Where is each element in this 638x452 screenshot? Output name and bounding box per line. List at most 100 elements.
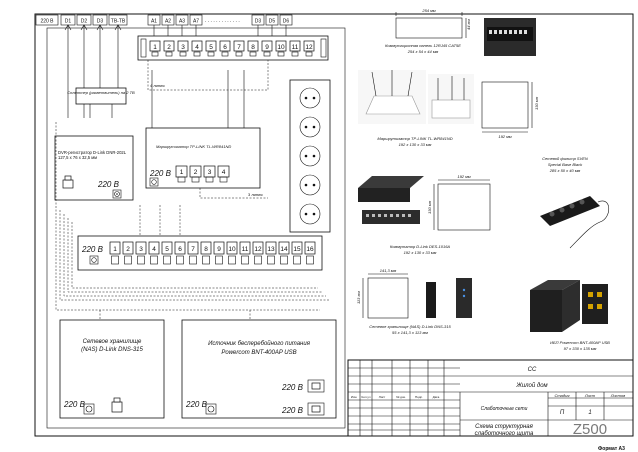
surge-caption-line1: Сетевой фильтр SVEN [542, 156, 588, 161]
nas-label-line1: Сетевое хранилище [83, 339, 142, 345]
cable-bundle [55, 122, 330, 320]
ups-outlet-voltage-1: 220 В [281, 383, 304, 392]
switch-port [109, 241, 121, 255]
switch-size: 192 x 130 x 33 мм [404, 250, 437, 255]
switch-port-number: 3 [139, 246, 143, 253]
tag-label: А7 [193, 19, 199, 25]
switch-port-number: 6 [178, 246, 182, 253]
router-port-number: 2 [194, 169, 198, 176]
ups-label-line1: Источник бесперебойного питания [208, 340, 311, 347]
switch-voltage: 220 В [81, 245, 104, 254]
title-col-header: Подп. [415, 395, 423, 399]
tag-label: D1 [65, 19, 72, 25]
switch-port [265, 241, 277, 255]
switch-reference: 192 мм 130 мм Коммутатор D-Link DES-1016… [358, 174, 491, 255]
title-sheet-header: Лист [584, 393, 596, 398]
switch-port [239, 241, 251, 255]
brand-logo: Z500 [573, 421, 607, 438]
patch-port [219, 40, 231, 52]
switch-caption: Коммутатор D-Link DES-1016A [390, 244, 451, 249]
patch-panel-reference: 254 мм 44 мм Коммутационная панель 12RJ4… [385, 8, 536, 56]
nas: Сетевое хранилище (NAS) D-Link DNS-315 2… [59, 319, 165, 419]
tag-label: D2 [81, 19, 88, 25]
patch-port-number: 9 [265, 44, 269, 51]
switch-port-number: 1 [113, 246, 117, 253]
tag-label: D5 [269, 19, 276, 25]
dvr-voltage: 220 В [97, 180, 120, 189]
switch-port [148, 241, 160, 255]
switch-port [161, 241, 173, 255]
switch-port [213, 241, 225, 255]
title-code: СС [528, 367, 537, 373]
svg-text:. . . . . . . . . . . . .: . . . . . . . . . . . . . [205, 18, 240, 24]
title-col-header: № док. [396, 395, 406, 399]
switch-dim-width: 192 мм [457, 174, 471, 179]
nas-reference: 141,3 мм 113 мм Сетевое хранилище (NAS) … [356, 268, 472, 335]
patch-port-number: 12 [305, 44, 313, 51]
ups-caption: ИБП Powercom BNT-400AP USB [550, 340, 610, 345]
switch-port [122, 241, 134, 255]
switch-port [200, 241, 212, 255]
patch-port [303, 40, 315, 52]
tag-label: D6 [283, 19, 290, 25]
power-socket [299, 87, 321, 109]
patch-port [275, 40, 287, 52]
patch-port-number: 4 [195, 44, 199, 51]
router-cable-bottom-label: 3 линия [248, 192, 263, 197]
patch-port [289, 40, 301, 52]
switch-port [304, 241, 316, 255]
nas-voltage: 220 В [63, 400, 86, 409]
switch-port-number: 15 [293, 246, 301, 253]
router-reference: 192 мм 130 мм Маршрутизатор TP-LINK TL-W… [358, 70, 539, 147]
switch-port-number: 14 [280, 246, 288, 253]
patch-port [191, 40, 203, 52]
switch-port-number: 9 [217, 246, 221, 253]
router-port-number: 1 [180, 169, 184, 176]
surge-reference: Сетевой фильтр SVEN Special Base Black 2… [540, 156, 610, 249]
format-label: Формат А3 [598, 446, 625, 452]
patch-port [261, 40, 273, 52]
power-socket [299, 116, 321, 138]
patch-port [205, 40, 217, 52]
switch-port-number: 8 [204, 246, 208, 253]
tag-label: ТВ-ТВ [111, 19, 126, 25]
patch-port-number: 5 [209, 44, 213, 51]
top-tags: 220 В D1 D2 D3 ТВ-ТВ А1 А2 А3 А7 D3 D5 D… [35, 14, 293, 26]
patch-port [163, 40, 175, 52]
nas-dim-width: 141,3 мм [380, 268, 397, 273]
switch-port [226, 241, 238, 255]
switch-port [291, 241, 303, 255]
drawing-frame [34, 13, 634, 437]
switch-port [187, 241, 199, 255]
switch-port [135, 241, 147, 255]
patch-panel-caption: Коммутационная панель 12RJ45 CAT5E [385, 43, 461, 48]
title-stage: П [560, 410, 565, 416]
dvr-label: DVR-регистратор D-Link DNR-202L 127,5 x … [58, 150, 126, 160]
title-col-header: Кол.уч [362, 395, 371, 399]
title-block: Изм. Кол.уч Лист № док. Подп. Дата СС Жи… [347, 359, 634, 438]
patch-panel-dim-height: 44 мм [466, 19, 471, 30]
switch-port-number: 12 [254, 246, 262, 253]
switch-port-number: 7 [191, 246, 195, 253]
switch-port-number: 13 [267, 246, 275, 253]
title-object: Жилой дом [515, 382, 547, 389]
router-caption: Маршрутизатор TP-LINK TL-WR841ND [377, 136, 452, 141]
patch-port [247, 40, 259, 52]
router-voltage: 220 В [149, 169, 172, 178]
patch-port [233, 40, 245, 52]
switch-port-number: 2 [126, 246, 130, 253]
router-cable-top-label: 4 линия [150, 83, 165, 88]
title-sheet: 1 [588, 410, 591, 416]
title-sheets-header: Листов [610, 393, 626, 398]
switch-port [174, 241, 186, 255]
switch-dim-height: 130 мм [427, 200, 432, 214]
tag-label: А3 [179, 19, 185, 25]
switch-port-number: 11 [242, 246, 249, 253]
router-label: Маршрутизатор TP-LINK TL-WR841ND [156, 144, 231, 149]
ups-size: 97 x 330 x 135 мм [564, 346, 597, 351]
ups-outlet-voltage-2: 220 В [281, 406, 304, 415]
splitter-label: Сплиттер (разветвитель) на 2 ТВ [67, 90, 135, 95]
patch-port-number: 11 [292, 44, 299, 51]
